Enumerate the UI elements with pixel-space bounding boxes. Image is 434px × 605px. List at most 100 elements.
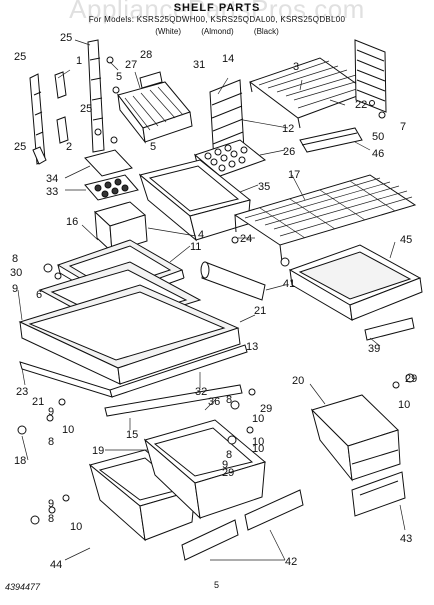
callout-33: 33: [46, 186, 58, 198]
callout-27: 27: [125, 59, 137, 71]
callout-9-d: 9: [48, 498, 54, 510]
slide-out-basket: [117, 71, 193, 144]
crisper-frame: [18, 284, 241, 385]
callout-44: 44: [50, 559, 62, 571]
frame-front-rail: [19, 344, 248, 398]
drawer-front-panel-1: [181, 519, 239, 561]
callout-12: 12: [282, 123, 294, 135]
callout-19: 19: [92, 445, 104, 457]
callout-7: 7: [400, 121, 406, 133]
callout-29-b: 29: [260, 403, 272, 415]
callout-15: 15: [126, 429, 138, 441]
callout-10-d: 10: [252, 443, 264, 455]
storage-bin-small: [94, 201, 148, 254]
callout-9: 9: [12, 283, 18, 295]
callout-25: 25: [60, 32, 72, 44]
callout-8-c: 8: [48, 436, 54, 448]
callout-28: 28: [140, 49, 152, 61]
callout-42: 42: [285, 556, 297, 568]
callout-17: 17: [288, 169, 300, 181]
callout-36: 36: [208, 396, 220, 408]
callout-32: 32: [195, 386, 207, 398]
wire-shelf-lower: [233, 174, 417, 263]
watermark: AppliancePartsPros.com: [69, 0, 365, 24]
screw-set-left: [17, 263, 70, 525]
callout-21: 21: [254, 305, 266, 317]
callout-18: 18: [14, 455, 26, 467]
page-number: 5: [214, 580, 220, 590]
variant-white: (White): [155, 27, 181, 36]
callout-45: 45: [400, 234, 412, 246]
callout-8-b: 8: [226, 394, 232, 406]
callout-leader-lines: [17, 39, 406, 561]
color-variants: (White) (Almond) (Black): [0, 27, 434, 36]
callout-29: 29: [405, 373, 417, 385]
callout-16: 16: [66, 216, 78, 228]
callout-43: 43: [400, 533, 412, 545]
callout-20: 20: [292, 375, 304, 387]
callout-22: 22: [355, 99, 367, 111]
callout-10-c: 10: [252, 413, 264, 425]
drawer-front-panel-2: [244, 489, 304, 531]
screw-set-right: [227, 236, 415, 445]
right-rail-ladder: [354, 39, 387, 119]
callout-3: 3: [293, 61, 299, 73]
drawer-front-panel-3: [351, 471, 406, 517]
shelf-rail-left-outer: [29, 73, 47, 165]
callout-46: 46: [372, 148, 384, 160]
callout-8-d: 8: [226, 449, 232, 461]
callout-31: 31: [193, 59, 205, 71]
shelf-rail-left-inner: [54, 39, 105, 153]
callout-10-e: 10: [252, 436, 264, 448]
deli-drawer-large: [138, 159, 252, 242]
callout-25-c: 25: [80, 103, 92, 115]
callout-34: 34: [46, 173, 58, 185]
callout-5-b: 5: [150, 141, 156, 153]
wire-shelf-upper: [248, 57, 371, 129]
callout-30: 30: [10, 267, 22, 279]
callout-29-c: 29: [222, 467, 234, 479]
shelf-front-trim: [364, 317, 415, 341]
shelf-trim-piece: [299, 127, 363, 153]
callout-5: 5: [116, 71, 122, 83]
callout-8: 8: [12, 253, 18, 265]
callout-26: 26: [283, 146, 295, 158]
drawer-divider-bar: [104, 384, 243, 417]
rail-screws: [94, 56, 120, 144]
dairy-lid: [84, 149, 133, 177]
callout-35: 35: [258, 181, 270, 193]
callout-1: 1: [76, 55, 82, 67]
callout-6: 6: [36, 289, 42, 301]
callout-9-b: 9: [48, 406, 54, 418]
document-number: 4394477: [5, 582, 41, 592]
callout-50: 50: [372, 131, 384, 143]
callout-14: 14: [222, 53, 234, 65]
dairy-bar: [200, 261, 266, 301]
callout-25-b: 25: [14, 51, 26, 63]
variant-black: (Black): [253, 27, 279, 36]
meat-drawer-right: [311, 394, 401, 482]
page-title: SHELF PARTS: [173, 2, 261, 14]
callout-9-c: 9: [222, 459, 228, 471]
crisper-drawer-center: [143, 419, 267, 520]
callout-39: 39: [368, 343, 380, 355]
callout-25-d: 25: [14, 141, 26, 153]
callout-11: 11: [190, 241, 201, 253]
callout-24: 24: [240, 233, 252, 245]
egg-holder-small: [84, 174, 139, 201]
model-list: For Models: KSRS25QDWH00, KSRS25QDAL00, …: [88, 15, 346, 24]
callout-2: 2: [66, 141, 72, 153]
callout-10-f: 10: [70, 521, 82, 533]
callout-13: 13: [246, 341, 258, 353]
variant-almond: (Almond): [201, 27, 234, 36]
callout-4: 4: [198, 229, 204, 241]
callout-8-e: 8: [48, 513, 54, 525]
callout-21-b: 21: [32, 396, 44, 408]
glass-shelf-right: [288, 244, 423, 321]
callout-labels: 25 1 5 27 28 31 14 3 25 2 5 25 22 25 50 …: [10, 32, 417, 571]
callout-41: 41: [283, 278, 295, 290]
callout-10: 10: [398, 399, 410, 411]
callout-23: 23: [16, 386, 28, 398]
callout-10-b: 10: [62, 424, 74, 436]
